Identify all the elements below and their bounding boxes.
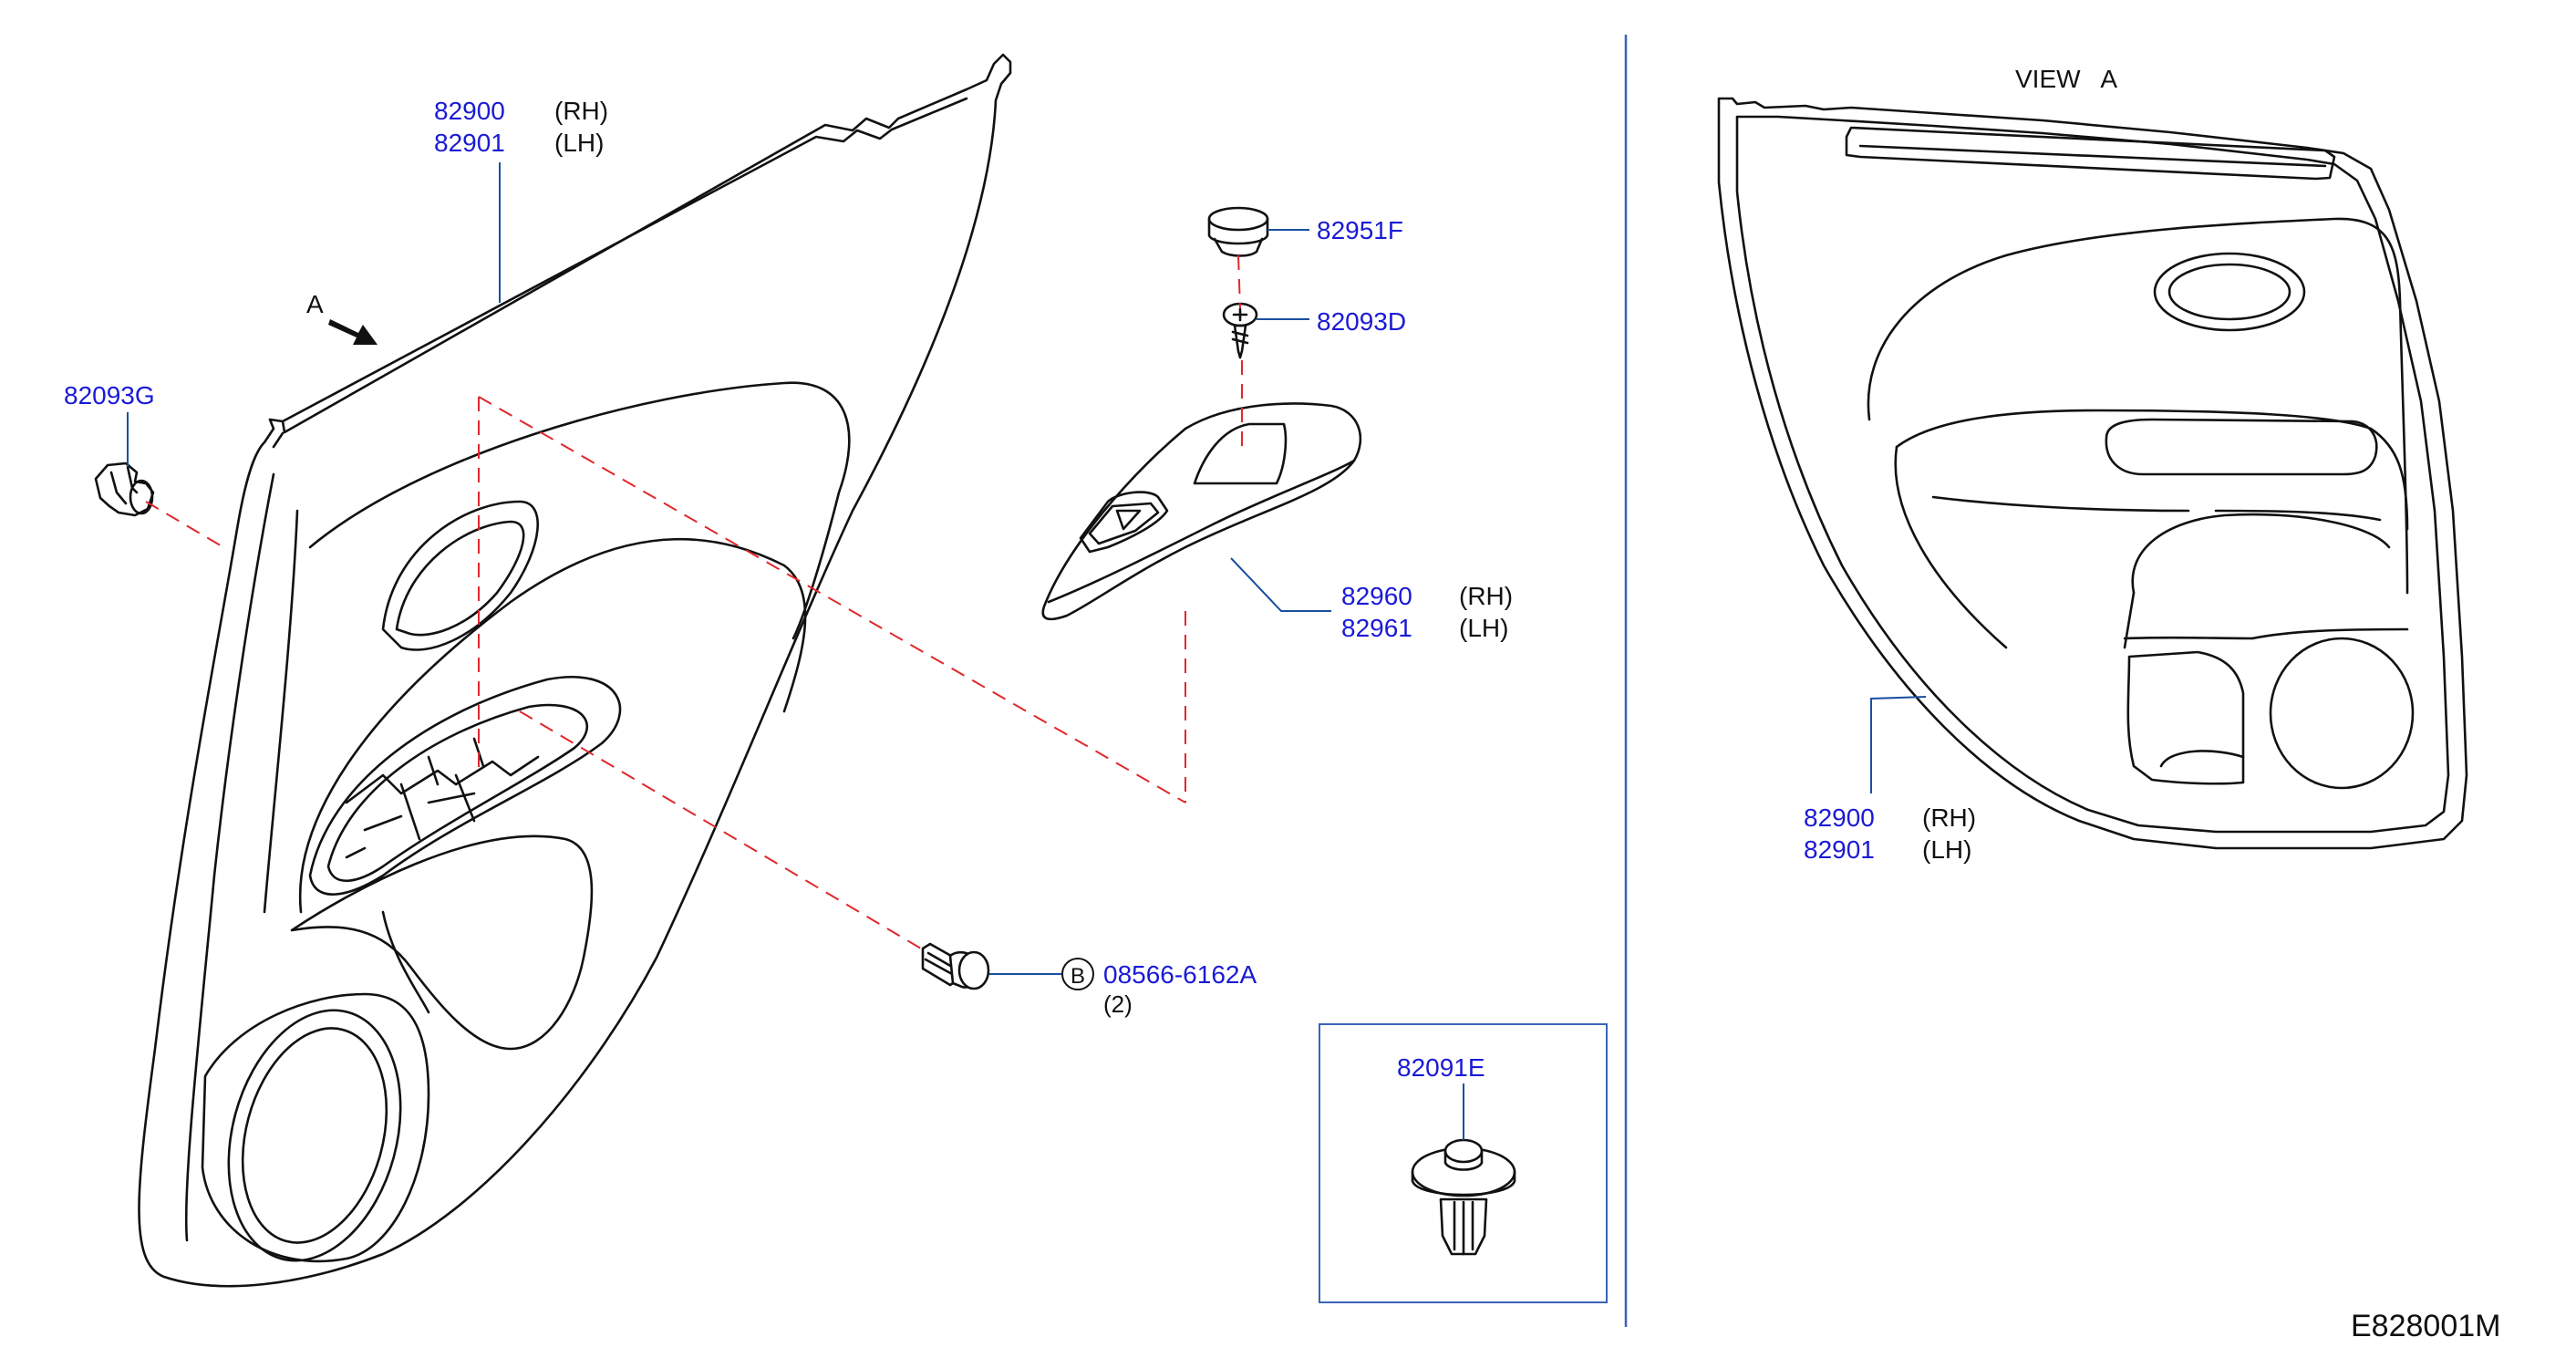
finisher-lh-part-number: 82961 bbox=[1341, 614, 1412, 642]
bolt-part-number: 08566-6162A bbox=[1103, 960, 1257, 989]
bolt-08566-part bbox=[921, 942, 990, 990]
finisher-part bbox=[1041, 402, 1362, 621]
cap-centerline bbox=[1237, 254, 1241, 309]
arrow-icon bbox=[328, 319, 378, 345]
view-lh-part-number: 82901 bbox=[1804, 835, 1875, 864]
clip-g-part-number: 82093G bbox=[64, 381, 155, 409]
panel-rh-side: (RH) bbox=[554, 97, 608, 125]
bolt-quantity: (2) bbox=[1103, 990, 1133, 1018]
view-rh-side: (RH) bbox=[1922, 803, 1976, 832]
view-a-arrow bbox=[328, 319, 378, 345]
finisher-rh-part-number: 82960 bbox=[1341, 582, 1412, 610]
panel-lh-side: (LH) bbox=[554, 129, 604, 157]
view-panel-leader bbox=[1870, 696, 1927, 793]
labels: 82900 (RH) 82901 (LH) A 82093G 82951F 82… bbox=[64, 65, 2500, 1343]
screw-82093d-part bbox=[1222, 302, 1258, 359]
finisher-lh-side: (LH) bbox=[1459, 614, 1508, 642]
cap-part-number: 82951F bbox=[1317, 216, 1403, 244]
bolt-centerline bbox=[519, 710, 922, 949]
centerlines bbox=[145, 254, 1243, 949]
view-a-panel bbox=[1717, 97, 2468, 850]
bolt-callout-circle bbox=[1061, 958, 1094, 990]
diagram-code: E828001M bbox=[2351, 1309, 2500, 1343]
panel-rh-part-number: 82900 bbox=[434, 97, 505, 125]
clip-inset-box bbox=[1319, 1023, 1608, 1303]
clip-82093g-part bbox=[94, 461, 155, 517]
clip-e-part-number: 82091E bbox=[1397, 1053, 1485, 1082]
screw-part-number: 82093D bbox=[1317, 307, 1406, 336]
bolt-callout-letter: B bbox=[1071, 964, 1085, 989]
leader-lines bbox=[127, 162, 1927, 1140]
clip-g-centerline bbox=[145, 501, 224, 548]
door-trim-panel bbox=[138, 53, 1012, 1288]
view-rh-part-number: 82900 bbox=[1804, 803, 1875, 832]
finisher-leader bbox=[1230, 557, 1331, 612]
panel-lh-part-number: 82901 bbox=[434, 129, 505, 157]
view-lh-side: (LH) bbox=[1922, 835, 1971, 864]
view-arrow-label: A bbox=[306, 290, 324, 318]
finisher-rh-side: (RH) bbox=[1459, 582, 1513, 610]
clip-82091e-part bbox=[1411, 1138, 1516, 1256]
cap-82951f-part bbox=[1207, 206, 1269, 257]
finisher-diagonal-centerline bbox=[478, 396, 1186, 803]
view-a-title: VIEW A bbox=[2015, 65, 2117, 93]
